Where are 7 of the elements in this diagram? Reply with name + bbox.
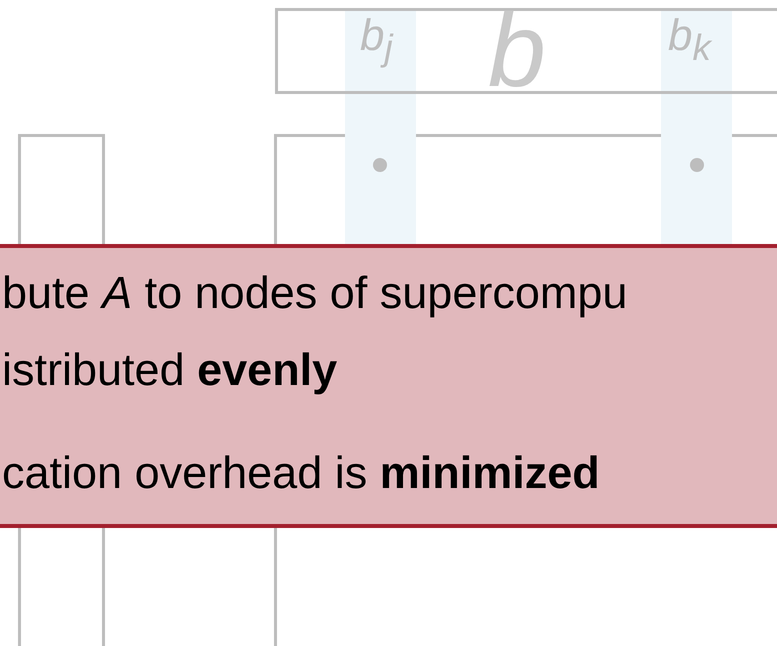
text-line: bute A to nodes of supercompu bbox=[2, 267, 628, 319]
callout-panel bbox=[0, 244, 777, 528]
vector-box bbox=[275, 8, 777, 94]
text-line: cation overhead is minimized bbox=[2, 447, 600, 499]
text-line: istributed evenly bbox=[2, 344, 338, 396]
element-label: b$_{j}$ bbox=[360, 14, 393, 66]
element-label: b$_{k}$ bbox=[668, 14, 711, 66]
